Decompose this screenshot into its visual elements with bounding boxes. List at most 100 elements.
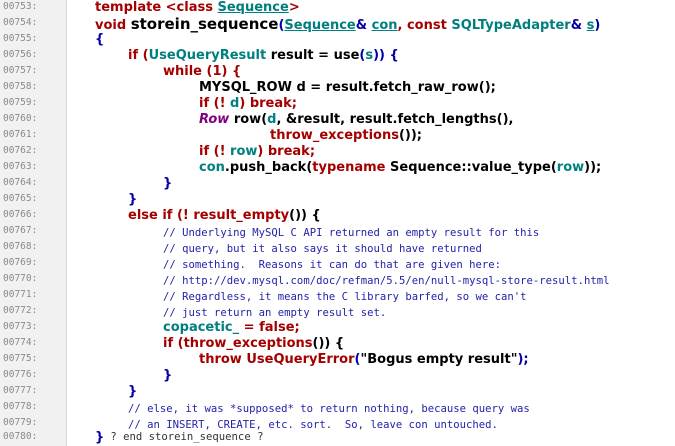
line-number: 00765: xyxy=(3,193,38,204)
comment: // Regardless, it means the C library ba… xyxy=(163,291,527,303)
paren: )) { xyxy=(373,48,399,63)
function-throw-exceptions: throw_exceptions xyxy=(270,128,399,143)
type-sequence[interactable]: Sequence xyxy=(284,18,356,33)
code-line-755: 00755: { xyxy=(0,32,675,48)
type-sequence[interactable]: Sequence xyxy=(217,0,289,15)
code-text: result = xyxy=(266,48,334,63)
comment: // Underlying MySQL C API returned an em… xyxy=(163,227,540,239)
line-number: 00768: xyxy=(3,241,38,252)
end-comment: ? end storein_sequence ? xyxy=(104,431,264,443)
code-line-771: 00771: // Regardless, it means the C lib… xyxy=(0,288,675,304)
line-number: 00754: xyxy=(3,17,38,28)
code-line-772: 00772: // just return an empty result se… xyxy=(0,304,675,320)
line-number: 00769: xyxy=(3,257,38,268)
param-s: s xyxy=(365,48,374,63)
param-s[interactable]: s xyxy=(586,18,595,33)
code-text: )); xyxy=(584,160,602,175)
code-text: con.push_back(typename Sequence::value_t… xyxy=(199,160,601,176)
code-text: row( xyxy=(229,112,268,127)
line-number: 00760: xyxy=(3,113,38,124)
code-line-768: 00768: // query, but it also says it sho… xyxy=(0,240,675,256)
function-name: storein_sequence xyxy=(130,15,279,33)
code-text: } xyxy=(128,192,138,207)
line-number: 00758: xyxy=(3,81,38,92)
var-row: row xyxy=(556,160,585,175)
var-d: d xyxy=(267,112,277,127)
code-text: .push_back( xyxy=(224,160,313,175)
code-line-759: 00759: if (! d) break; xyxy=(0,96,675,112)
type-sqltypeadapter: SQLTypeAdapter xyxy=(451,18,571,33)
keyword-break: ) break; xyxy=(239,96,297,111)
line-number: 00764: xyxy=(3,177,38,188)
var-row: row xyxy=(230,144,258,159)
paren: ) { xyxy=(221,64,242,79)
line-number: 00775: xyxy=(3,353,38,364)
code-text: if (! d) break; xyxy=(199,96,297,112)
code-line-764: 00764: } xyxy=(0,176,675,192)
code-text: throw UseQueryError("Bogus empty result"… xyxy=(199,352,529,368)
code-line-774: 00774: if (throw_exceptions()) { xyxy=(0,336,675,352)
closing-brace: } xyxy=(95,430,105,445)
code-text: void storein_sequence(Sequence & con, con… xyxy=(95,16,600,34)
code-line-775: 00775: throw UseQueryError("Bogus empty … xyxy=(0,352,675,368)
comment: // something. Reasons it can do that are… xyxy=(163,259,502,271)
comment: // query, but it also says it should hav… xyxy=(163,243,482,255)
code-line-757: 00757: while (1) { xyxy=(0,64,675,80)
line-number: 00753: xyxy=(3,1,38,12)
code-line-769: 00769: // something. Reasons it can do t… xyxy=(0,256,675,272)
code-text: ()) { xyxy=(312,336,345,351)
line-number: 00771: xyxy=(3,289,38,300)
keyword-void: void xyxy=(95,18,131,33)
keyword-if: if (! xyxy=(199,96,231,111)
code-text: } xyxy=(163,176,173,191)
function-throw-exceptions: throw_exceptions xyxy=(183,336,313,351)
code-text: template <class Sequence> xyxy=(95,0,300,16)
keyword-if: if (! xyxy=(199,144,231,159)
var-d: d xyxy=(230,96,240,111)
code-text: if (UseQueryResult result = use(s)) { xyxy=(128,48,399,64)
line-number: 00779: xyxy=(3,417,38,428)
code-text: copacetic_ = false; xyxy=(163,320,300,336)
line-number: 00770: xyxy=(3,273,38,284)
code-text: Sequence::value_type( xyxy=(385,160,557,175)
code-text: ()); xyxy=(398,128,422,143)
ref-op: & xyxy=(570,18,587,33)
keyword-if: if ( xyxy=(128,48,149,63)
keyword-if: if ( xyxy=(163,336,184,351)
function-result-empty: result_empty xyxy=(193,208,290,223)
var-copacetic: copacetic_ xyxy=(163,320,240,335)
param-con[interactable]: con xyxy=(371,18,398,33)
code-text: ()) { xyxy=(289,208,321,223)
keyword-template: template <class xyxy=(95,0,218,15)
type-row: Row xyxy=(199,112,230,127)
line-number: 00767: xyxy=(3,225,38,236)
paren: ) xyxy=(594,18,601,33)
code-line-754: 00754: void storein_sequence(Sequence & c… xyxy=(0,16,675,34)
comment: // else, it was *supposed* to return not… xyxy=(128,403,530,415)
code-line-780: 00780: } ? end storein_sequence ? xyxy=(0,430,675,446)
paren: ( xyxy=(278,18,285,33)
number-literal: 1 xyxy=(212,64,222,79)
line-number: 00755: xyxy=(3,33,38,44)
keyword-const: , const xyxy=(397,18,452,33)
code-line-778: 00778: // else, it was *supposed* to ret… xyxy=(0,400,675,416)
keyword-while: while ( xyxy=(163,64,213,79)
code-text: , &result, result.fetch_lengths(), xyxy=(276,112,514,127)
comment: // http://dev.mysql.com/doc/refman/5.5/e… xyxy=(163,275,610,287)
keyword-typename: typename xyxy=(312,160,386,175)
code-line-761: 00761: throw_exceptions()); xyxy=(0,128,675,144)
code-line-779: 00779: // an INSERT, CREATE, etc. sort. … xyxy=(0,416,675,432)
code-line-773: 00773: copacetic_ = false; xyxy=(0,320,675,336)
code-text: throw_exceptions()); xyxy=(270,128,422,144)
line-number: 00776: xyxy=(3,369,38,380)
line-number: 00780: xyxy=(3,431,38,442)
function-use: use xyxy=(333,48,360,63)
var-con: con xyxy=(199,160,225,175)
line-number: 00774: xyxy=(3,337,38,348)
keyword-else-if: else if (! xyxy=(128,208,194,223)
code-text: MYSQL_ROW d = result.fetch_raw_row(); xyxy=(199,80,496,95)
line-number: 00761: xyxy=(3,129,38,140)
code-line-776: 00776: } xyxy=(0,368,675,384)
code-text: } xyxy=(163,368,173,383)
